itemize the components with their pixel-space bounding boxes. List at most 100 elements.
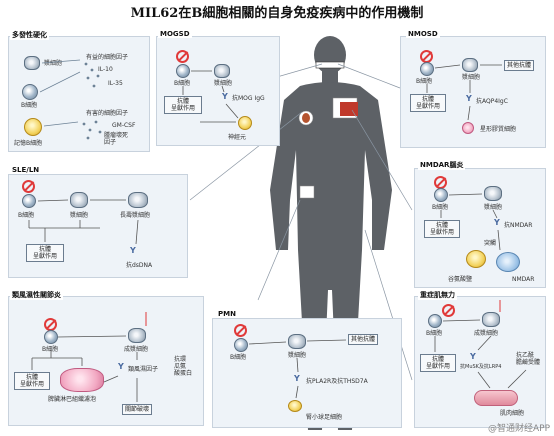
il10-label: IL-10 [98, 66, 113, 73]
panel-title-pmn: PMN [216, 310, 238, 318]
panel-title-sle: SLE/LN [10, 166, 42, 174]
other-antibodies-box: 其他抗體 [504, 60, 535, 71]
watermark: @智通财经APP [487, 424, 550, 434]
germinal-center-label: 脾臟淋巴組織濾泡 [48, 396, 97, 403]
podocyte-label: 腎小球足細胞 [306, 414, 343, 421]
germinal-center-cluster [60, 368, 104, 392]
plasma-cell-label: 漿細胞 [484, 204, 503, 211]
b-cell-label: B細胞 [416, 78, 433, 85]
b-cell-label: B細胞 [432, 204, 449, 211]
muscle-cell-label: 肌肉細胞 [500, 410, 525, 417]
anti-dsdna-label: 抗dsDNA [126, 262, 153, 269]
panel-title-nmosd: NMOSD [406, 30, 440, 38]
b-cell [176, 64, 190, 78]
plasmablast-label: 成漿細胞 [474, 330, 499, 337]
long-lived-plasma-cell [128, 192, 148, 208]
plasma-cell [484, 186, 502, 201]
antibody-icon: Y [130, 246, 136, 255]
anti-musk-label: 抗MuSK及抗LRP4 [460, 364, 502, 370]
podocyte-cell [288, 400, 302, 412]
no-sign-icon [442, 304, 455, 317]
antibody-icon: Y [494, 218, 500, 227]
anti-aqp4-label: 抗AQP4IgC [476, 98, 508, 105]
astrocyte-label: 星形膠質細胞 [480, 126, 517, 133]
b-cell [22, 194, 36, 208]
antibody-icon: Y [118, 362, 124, 371]
bad-cytokines-label: 有害的細胞因子 [86, 110, 129, 117]
antibody-icon: Y [294, 374, 300, 383]
panel-rheumatoid-arthritis [8, 296, 204, 426]
plasma-cell-label: 漿細胞 [44, 60, 63, 67]
plasma-cell [24, 56, 40, 70]
anti-pla2r-label: 抗PLA2R及抗THSD7A [306, 378, 368, 385]
anti-mog-label: 抗MOG IgG [232, 95, 265, 102]
memory-b-cell [24, 118, 42, 136]
neuron-cell [238, 116, 252, 130]
il35-label: IL-35 [108, 80, 123, 87]
antigen-presentation-box: 抗體 呈獻作用 [14, 372, 50, 390]
b-cell-label: B細胞 [21, 102, 38, 109]
antibody-icon: Y [470, 352, 476, 361]
plasma-cell-label: 漿細胞 [214, 80, 233, 87]
b-cell-label: B細胞 [174, 80, 191, 87]
plasma-cell [214, 64, 230, 78]
b-cell [420, 62, 434, 76]
tnf-label: 腫瘤壞死 因子 [104, 132, 129, 146]
plasmablast-cell [482, 312, 500, 327]
antibody-icon: Y [466, 94, 472, 103]
nmdar-label: NMDAR [512, 276, 535, 283]
panel-title-mogsd: MOGSD [158, 30, 192, 38]
neuron-label: 神經元 [228, 134, 247, 141]
no-sign-icon [234, 324, 247, 337]
b-cell [22, 84, 38, 100]
synapse-label: 突觸 [484, 240, 497, 247]
no-sign-icon [22, 180, 35, 193]
joint-destruction-box: 關節破壞 [122, 404, 153, 415]
plasma-cell [288, 334, 306, 349]
panel-title-nmdar: NMDAR腦炎 [418, 160, 466, 170]
no-sign-icon [176, 50, 189, 63]
muscle-cell [474, 390, 518, 406]
postsynaptic-neuron [496, 252, 520, 272]
antigen-presentation-box: 抗體 呈獻作用 [164, 96, 202, 114]
antigen-presentation-box: 抗體 呈獻作用 [420, 354, 456, 372]
panel-title-ra: 類風濕性關節炎 [10, 290, 63, 300]
gmcsf-label: GM-CSF [112, 122, 136, 129]
anti-ccp-label: 抗環 瓜氨 酸蛋白 [174, 356, 193, 377]
plasmablast-cell [128, 328, 146, 343]
b-cell [234, 338, 248, 352]
antigen-presentation-box: 抗體 呈獻作用 [26, 244, 64, 262]
anti-nmdar-label: 抗NMDAR [504, 222, 533, 229]
b-cell-label: B細胞 [426, 330, 443, 337]
b-cell [434, 188, 448, 202]
plasma-cell-label: 漿細胞 [288, 352, 307, 359]
anti-achr-label: 抗乙酰 膽鹼受體 [516, 352, 541, 366]
panel-title-ms: 多發性硬化 [10, 30, 49, 40]
b-cell-label: B細胞 [18, 212, 35, 219]
panel-title-mg: 重症肌無力 [418, 290, 457, 300]
astrocyte-cell [462, 122, 474, 134]
good-cytokines-label: 有益的細胞因子 [86, 54, 129, 61]
b-cell [44, 330, 58, 344]
antibody-icon: Y [222, 92, 228, 101]
rf-label: 類風濕因子 [128, 366, 159, 373]
plasma-cell-label: 漿細胞 [70, 212, 89, 219]
b-cell-label: B細胞 [42, 346, 59, 353]
plasmablast-label: 成漿細胞 [124, 346, 149, 353]
figure-title: MIL62在B細胞相關的自身免疫疾病中的作用機制 [130, 6, 424, 21]
other-antibodies-box: 其他抗體 [348, 334, 379, 345]
antigen-presentation-box: 抗體 呈獻作用 [410, 94, 446, 112]
glutamate-label: 谷氨酸鹽 [448, 276, 473, 283]
b-cell-label: B細胞 [230, 354, 247, 361]
antigen-presentation-box: 抗體 呈獻作用 [424, 220, 460, 238]
plasma-cell-label: 漿細胞 [462, 74, 481, 81]
